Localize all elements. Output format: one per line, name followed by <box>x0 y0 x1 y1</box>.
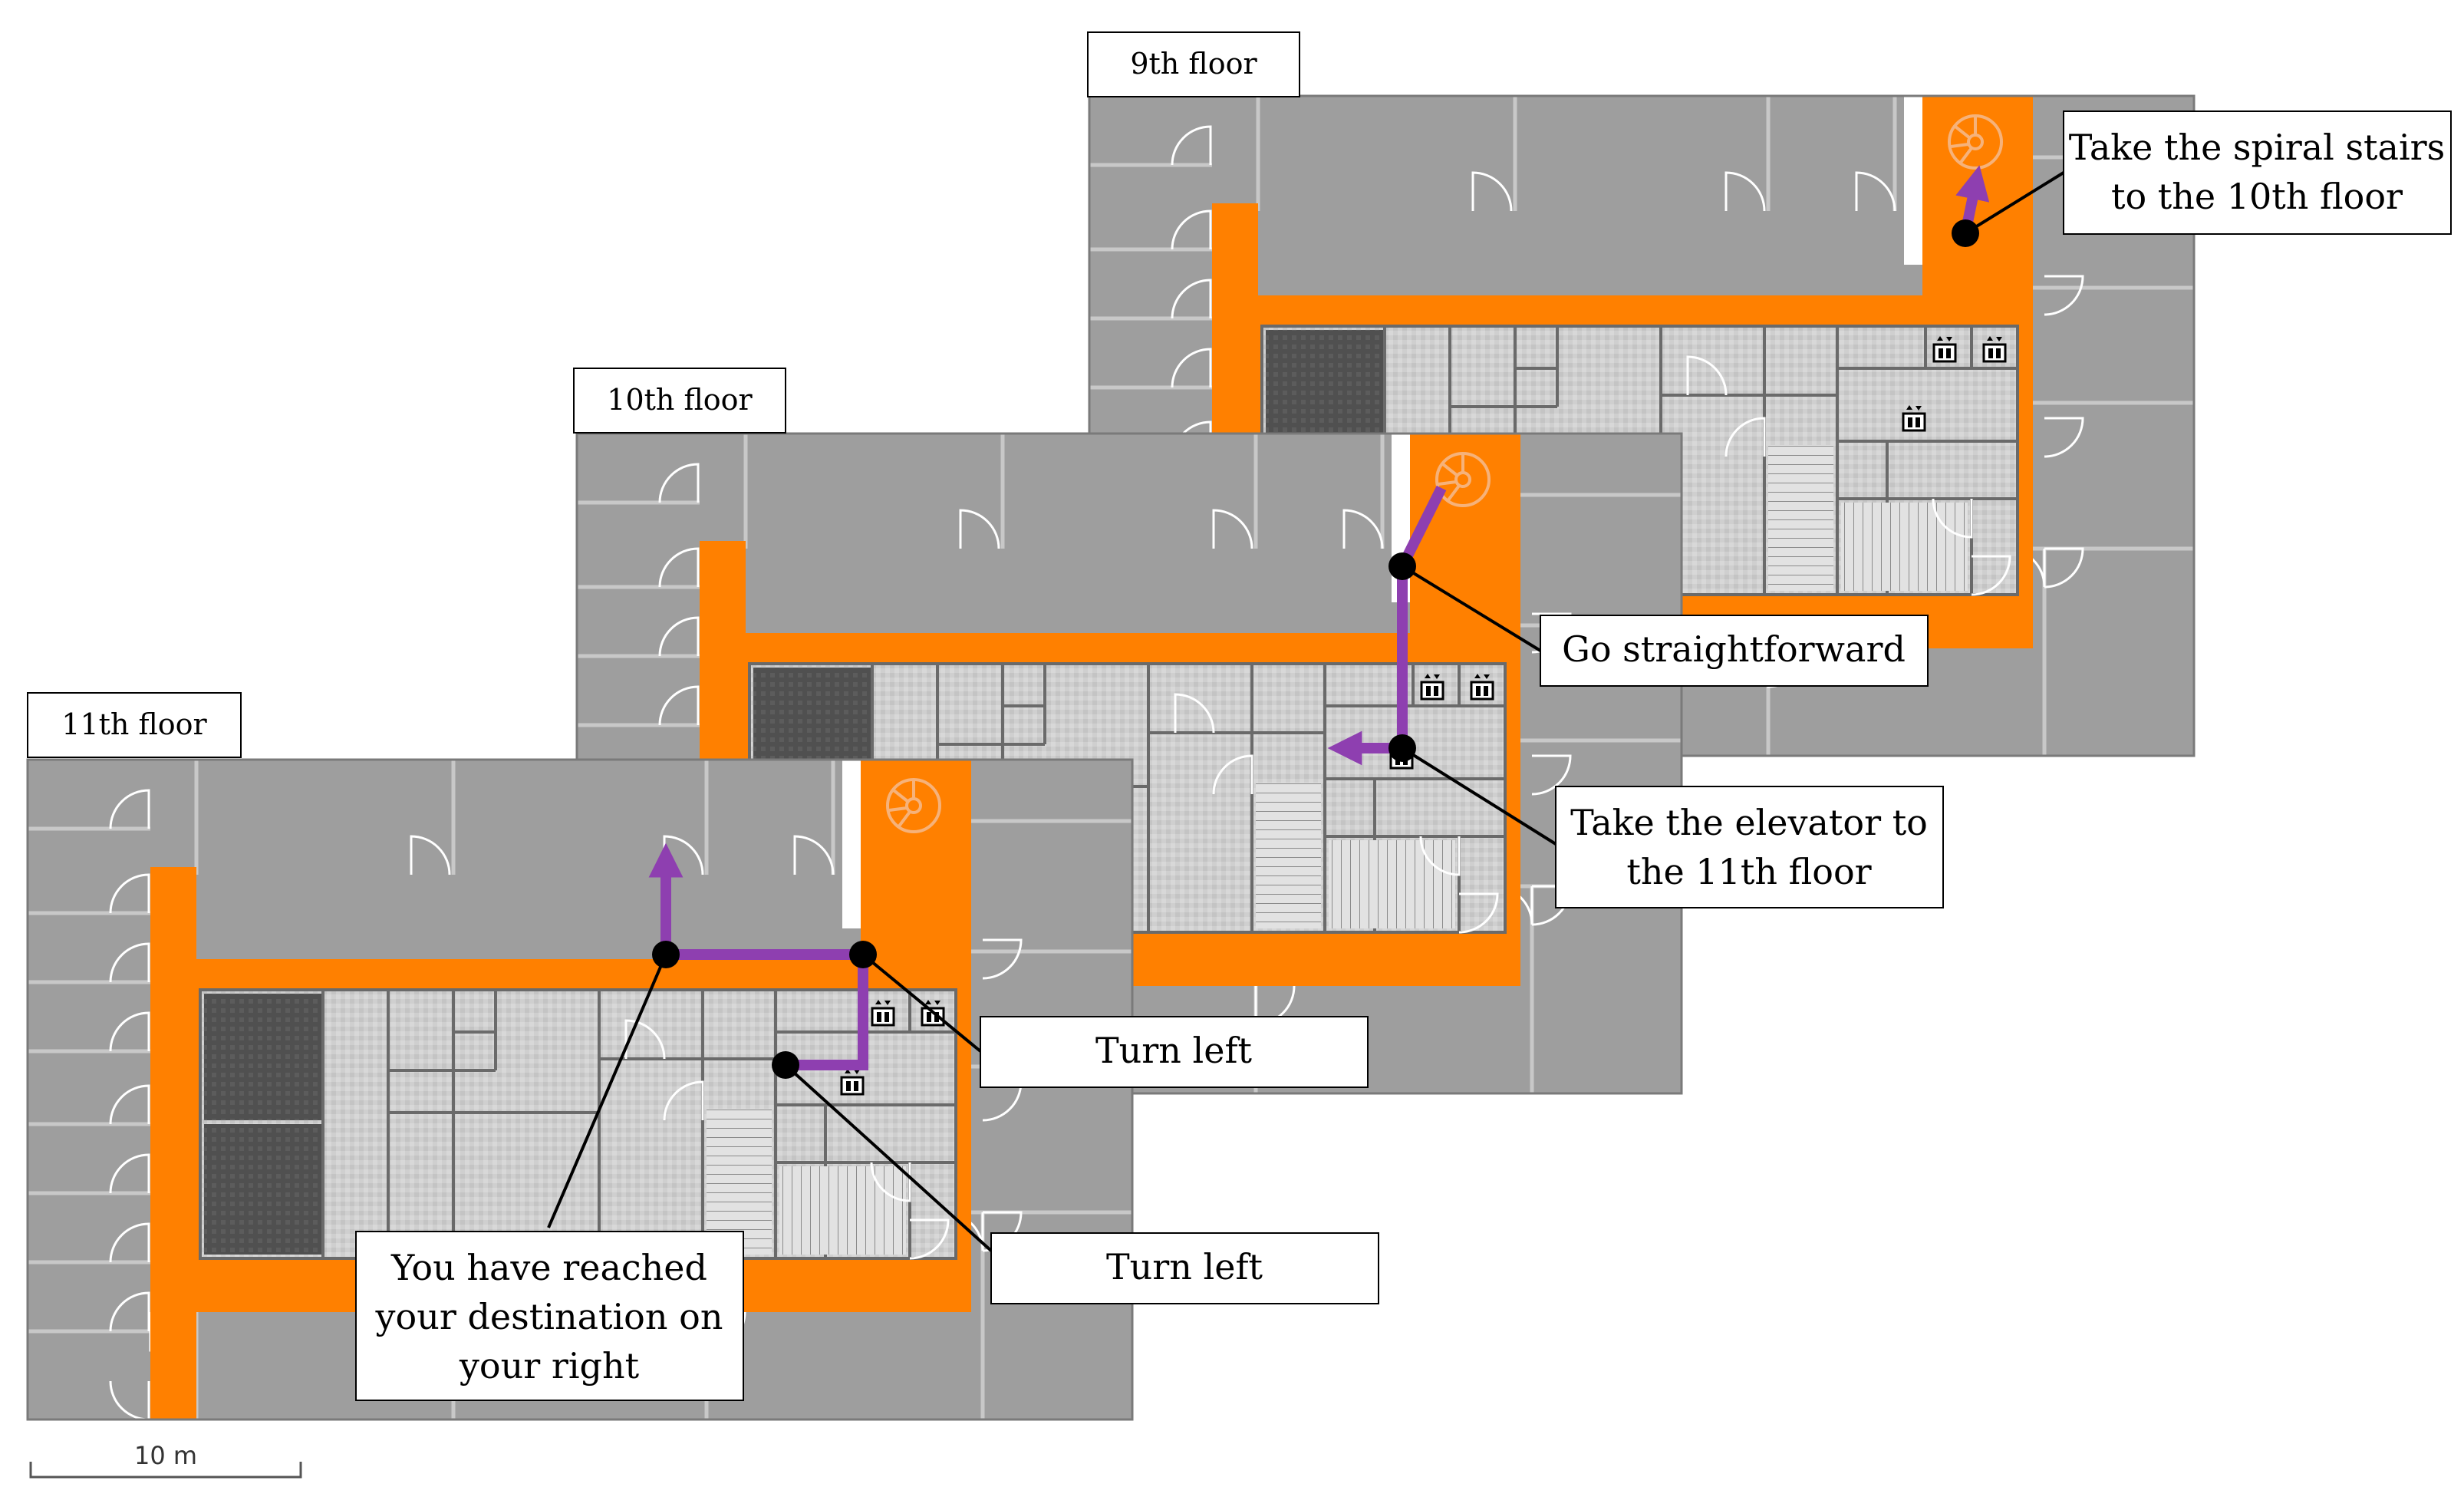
floor-11-label: 11th floor <box>27 692 242 758</box>
svg-text:Turn left: Turn left <box>1095 1030 1253 1071</box>
svg-text:Turn left: Turn left <box>1106 1246 1263 1288</box>
waypoint-icon <box>1388 552 1416 580</box>
svg-text:the 11th floor: the 11th floor <box>1626 851 1871 892</box>
route-arrow-icon <box>1327 485 1447 766</box>
svg-text:Take the spiral stairs: Take the spiral stairs <box>2069 127 2446 168</box>
svg-text:your right: your right <box>459 1345 640 1387</box>
callout-go-straight: Go straightforward <box>1540 615 1929 687</box>
waypoint-icon <box>1952 219 1979 247</box>
callout-turn-left-1: Turn left <box>980 1016 1369 1088</box>
svg-text:your destination on: your destination on <box>375 1296 723 1337</box>
waypoint-icon <box>1388 734 1416 762</box>
floor-11-label-text: 11th floor <box>61 707 207 741</box>
floor-10-label-text: 10th floor <box>607 383 753 417</box>
callout-elevator: Take the elevator to the 11th floor <box>1555 786 1944 908</box>
floor-9-label-text: 9th floor <box>1130 47 1257 81</box>
svg-text:to the 10th floor: to the 10th floor <box>2111 176 2403 217</box>
svg-text:Go straightforward: Go straightforward <box>1562 628 1906 670</box>
svg-text:You have reached: You have reached <box>390 1247 707 1288</box>
route-floor-10 <box>1327 485 1447 766</box>
waypoint-icon <box>652 941 680 968</box>
waypoints <box>652 219 1979 1079</box>
callout-destination: You have reached your destination on you… <box>355 1231 744 1401</box>
floor-9-label: 9th floor <box>1087 31 1300 97</box>
leader-lines <box>547 171 2065 1252</box>
scale-bar: 10 m <box>29 1441 302 1479</box>
floor-10-label: 10th floor <box>573 368 786 434</box>
callout-turn-left-2: Turn left <box>990 1232 1379 1304</box>
waypoint-icon <box>849 941 877 968</box>
svg-text:Take the elevator to: Take the elevator to <box>1570 802 1928 843</box>
callout-spiral-stairs: Take the spiral stairs to the 10th floor <box>2063 110 2452 235</box>
waypoint-icon <box>772 1051 799 1079</box>
scale-bar-label: 10 m <box>134 1441 197 1470</box>
